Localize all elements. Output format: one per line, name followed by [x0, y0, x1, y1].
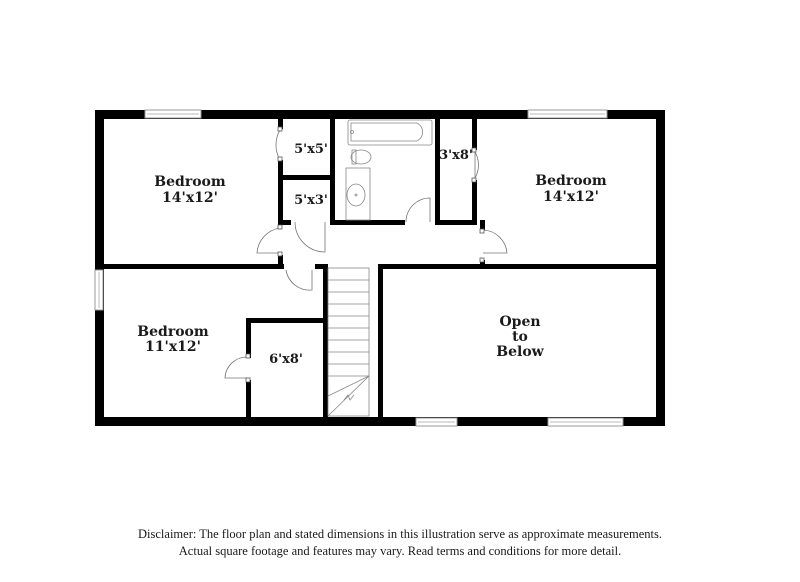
bathtub [347, 119, 433, 146]
staircase [327, 267, 370, 417]
stair-outline [327, 267, 370, 417]
open-to-below-line3: Below [496, 344, 544, 360]
disclaimer-line-2: Actual square footage and features may v… [178, 544, 622, 558]
bedroom-3-name: Bedroom [137, 324, 209, 340]
closet-5x3-dims: 5'x3' [294, 193, 328, 208]
bedroom-2-dims: 14'x12' [543, 189, 599, 205]
bedroom-2-name: Bedroom [535, 173, 607, 189]
tub-faucet [350, 130, 354, 134]
door-closet-3x8 [474, 151, 479, 180]
door-closet-5x3 [294, 221, 326, 253]
stair-break-mark [343, 394, 355, 401]
bedroom-1-dims: 14'x12' [162, 190, 218, 206]
door-closet-5x5 [275, 129, 281, 161]
closet-5x5-dims: 5'x5' [294, 142, 328, 157]
vanity [345, 167, 371, 221]
open-to-below-line2: to [512, 329, 528, 345]
closet-3x8-dims: 3'x8' [439, 148, 473, 163]
exterior-walls [95, 110, 665, 426]
toilet [350, 149, 372, 165]
bathroom-fixtures [345, 119, 433, 221]
closet-6x8-dims: 6'x8' [269, 352, 303, 367]
room-labels: Bedroom 14'x12' 5'x5' 5'x3' 3'x8' Bedroo… [137, 142, 607, 367]
disclaimer: Disclaimer: The floor plan and stated di… [0, 526, 800, 560]
bedroom-3-dims: 11'x12' [145, 339, 201, 355]
doors [224, 129, 508, 379]
door-closet-6x8 [224, 356, 249, 379]
windows [94, 109, 624, 427]
door-bedroom-1 [256, 227, 281, 254]
door-bedroom-2 [482, 229, 508, 254]
door-bathroom [405, 197, 431, 223]
open-to-below-line1: Open [499, 314, 540, 330]
sink [346, 183, 366, 207]
door-bedroom-3 [285, 269, 313, 291]
disclaimer-line-1: Disclaimer: The floor plan and stated di… [138, 527, 662, 541]
door-jambs [245, 126, 485, 383]
bedroom-1-name: Bedroom [154, 174, 226, 190]
interior-walls [104, 119, 656, 417]
